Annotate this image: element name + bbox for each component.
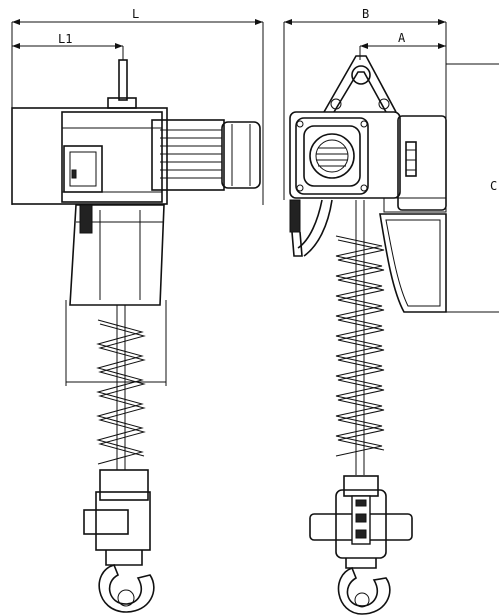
- plug-socket: [405, 141, 417, 177]
- side-hook: [98, 564, 155, 613]
- dimension-label-B: B: [362, 7, 369, 21]
- front-hook: [337, 566, 391, 615]
- dimension-A: A: [359, 31, 446, 60]
- dimension-label-C: C: [490, 179, 497, 193]
- dimension-L: L: [11, 7, 264, 205]
- front-housing: [289, 111, 401, 199]
- fan-icon: [309, 133, 355, 179]
- front-bracket: [323, 55, 397, 113]
- front-hook-block: [309, 475, 413, 569]
- side-frame: [11, 107, 168, 205]
- dimension-L1: L1: [12, 32, 124, 60]
- dimension-label-L: L: [132, 7, 139, 21]
- side-hook-block: [83, 469, 151, 566]
- front-view: B A C: [283, 7, 499, 615]
- dimension-B: B: [283, 7, 447, 210]
- front-control-case: [383, 115, 447, 213]
- front-cable: [289, 199, 333, 257]
- side-lever: [118, 59, 128, 101]
- side-chain: [96, 305, 146, 470]
- dimension-C: C: [446, 63, 499, 313]
- front-chain: [335, 200, 385, 475]
- side-motor: [151, 119, 261, 191]
- dimension-label-L1: L1: [58, 32, 72, 46]
- button-up-icon: [355, 499, 367, 507]
- front-chain-bucket: [379, 213, 447, 313]
- button-down-icon: [355, 529, 367, 539]
- button-stop-icon: [355, 513, 367, 523]
- dimension-label-A: A: [398, 31, 406, 45]
- side-gearcase: [69, 204, 165, 306]
- side-view: L L1: [11, 7, 264, 613]
